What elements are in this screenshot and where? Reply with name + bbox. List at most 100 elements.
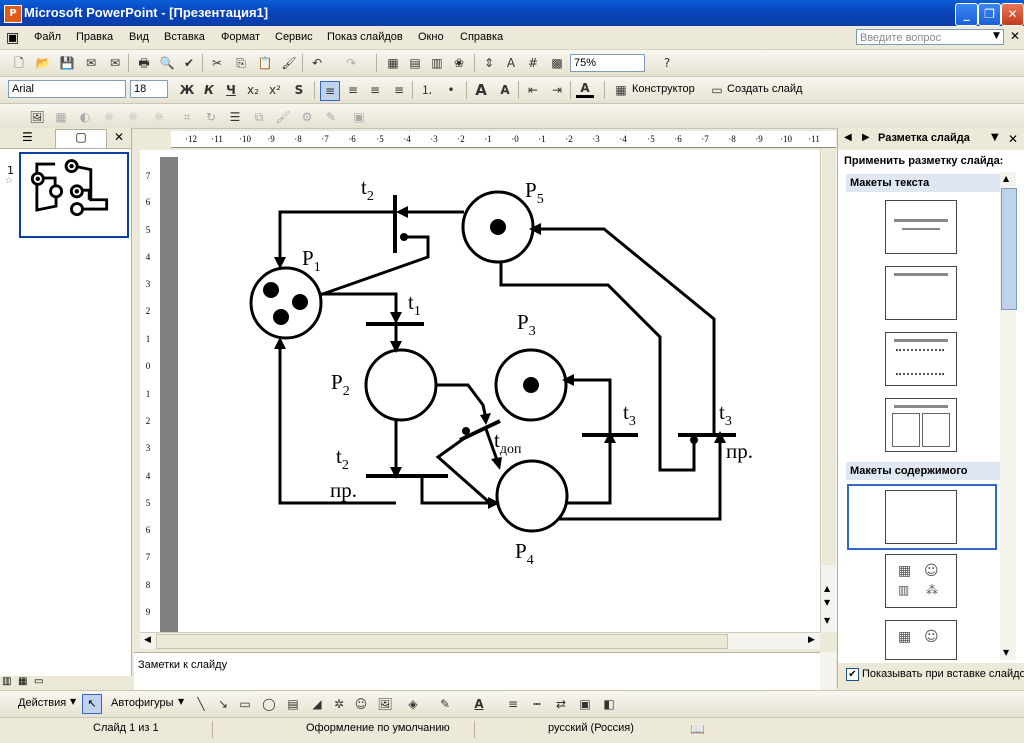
line-color-icon[interactable]: ✎ (439, 697, 451, 711)
menu-file[interactable]: Файл (34, 31, 62, 43)
horizontal-scrollbar[interactable]: ◀ ▶ (140, 632, 820, 649)
shadow-style-icon[interactable]: ▣ (579, 697, 591, 711)
close-doc-icon[interactable]: ✕ (1010, 29, 1021, 43)
select-pointer-icon[interactable]: ↖ (82, 694, 102, 714)
subscript-icon[interactable]: x₂ (247, 83, 259, 97)
print-icon[interactable]: 🖶 (138, 56, 150, 70)
crop-icon[interactable]: ⌗ (183, 110, 191, 124)
chevron-down-icon[interactable]: ▼ (991, 132, 999, 143)
brightness-icon[interactable]: ☼ (103, 110, 115, 124)
contrast-icon[interactable]: ◐ (79, 110, 91, 124)
scroll-left-icon[interactable]: ◀ (144, 635, 151, 645)
copy-icon[interactable]: ⎘ (236, 56, 246, 70)
justify-icon[interactable]: ≡ (393, 83, 405, 97)
task-scroll-thumb[interactable] (1001, 188, 1017, 310)
menu-help[interactable]: Справка (460, 31, 504, 43)
menu-insert[interactable]: Вставка (164, 31, 205, 43)
layout-two-columns[interactable] (885, 398, 957, 452)
wordart-icon[interactable]: ◢ (312, 697, 322, 711)
chevron-down-icon[interactable]: ▼ (1003, 648, 1010, 657)
spelling-status-icon[interactable]: 📖 (690, 722, 705, 736)
menu-format[interactable]: Формат (221, 31, 261, 43)
dash-style-icon[interactable]: ┅ (533, 697, 541, 711)
autoshapes-menu[interactable]: Автофигуры (111, 697, 174, 709)
layout-title-slide[interactable] (885, 200, 957, 254)
compress-icon[interactable]: ⧉ (254, 110, 264, 124)
clipart-icon[interactable]: ❀ (453, 56, 465, 70)
chevron-down-icon[interactable]: ▼ (993, 31, 1000, 41)
brightness-up-icon[interactable]: ☼ (153, 110, 165, 124)
font-color-icon[interactable]: A (474, 697, 484, 711)
permission-icon[interactable]: ✉ (85, 56, 97, 70)
layout-blank-selected[interactable] (847, 484, 997, 550)
show-formatting-icon[interactable]: A (506, 56, 516, 70)
decrease-indent-icon[interactable]: ⇤ (527, 83, 539, 97)
font-color-icon[interactable]: A (576, 81, 594, 98)
new-slide-icon[interactable]: ▭ (711, 83, 723, 97)
superscript-icon[interactable]: x² (269, 83, 281, 97)
preview-icon[interactable]: 🔍 (159, 56, 175, 70)
align-right-icon[interactable]: ≡ (369, 83, 381, 97)
paste-icon[interactable]: 📋 (257, 56, 273, 70)
help-icon[interactable]: ? (663, 56, 671, 70)
menu-edit[interactable]: Правка (76, 31, 114, 43)
menu-view[interactable]: Вид (129, 31, 149, 43)
new-slide-button[interactable]: Создать слайд (727, 83, 803, 95)
arrow-icon[interactable]: ↘ (217, 697, 229, 711)
chevron-down-icon[interactable]: ▼ (824, 598, 831, 607)
scroll-thumb[interactable] (822, 150, 836, 565)
line-icon[interactable]: ╲ (197, 697, 205, 711)
3d-style-icon[interactable]: ◧ (603, 697, 615, 711)
chevron-down-icon[interactable]: ▼ (70, 697, 77, 706)
diagram-icon[interactable]: ✲ (333, 697, 345, 711)
font-combo[interactable]: Arial (8, 80, 126, 98)
format-painter-icon[interactable]: 🖌 (281, 56, 297, 70)
notes-scrollbar[interactable] (820, 652, 836, 690)
line-style-icon[interactable]: ☰ (229, 110, 241, 124)
reset-picture-icon[interactable]: ▣ (353, 110, 365, 124)
layout-content-2[interactable]: ▦ ☺ (885, 620, 957, 660)
notes-pane[interactable]: Заметки к слайду (134, 652, 834, 691)
grow-font-icon[interactable]: A (475, 81, 487, 99)
color-grayscale-icon[interactable]: ▩ (551, 56, 563, 70)
minimize-button[interactable]: _ (955, 3, 978, 26)
oval-icon[interactable]: ◯ (262, 697, 276, 711)
bullets-icon[interactable]: • (447, 83, 455, 97)
forward-icon[interactable]: ▶ (862, 132, 870, 143)
task-pane-close-icon[interactable]: ✕ (1008, 132, 1019, 146)
slides-tab-icon[interactable]: ▢ (55, 129, 107, 148)
undo-icon[interactable]: ↶ (311, 56, 323, 70)
shadow-icon[interactable]: S (294, 83, 304, 97)
picture-icon[interactable]: 🖼 (377, 697, 393, 711)
layout-title-text[interactable] (885, 332, 957, 386)
outline-tab-icon[interactable]: ☰ (22, 130, 33, 144)
menu-slideshow[interactable]: Показ слайдов (327, 31, 403, 43)
tables-borders-icon[interactable]: ▥ (431, 56, 443, 70)
show-on-insert-checkbox[interactable]: ✔ (846, 668, 859, 681)
recolor-icon[interactable]: 🖌 (275, 110, 291, 124)
grid-icon[interactable]: # (527, 56, 539, 70)
sorter-view-icon[interactable]: ▦ (18, 676, 28, 687)
scroll-right-icon[interactable]: ▶ (808, 635, 815, 645)
hscroll-thumb[interactable] (156, 634, 728, 649)
italic-button[interactable]: К (204, 83, 214, 97)
insert-picture-icon[interactable]: 🖼 (29, 110, 45, 124)
line-style-icon[interactable]: ≡ (507, 697, 519, 711)
chevron-up-icon[interactable]: ▲ (824, 584, 831, 593)
clipart-icon[interactable]: ☺ (354, 697, 368, 711)
spelling-icon[interactable]: ✔ (183, 56, 195, 70)
normal-view-icon[interactable]: ▥ (2, 676, 12, 687)
zoom-combo[interactable]: 75% (570, 54, 645, 72)
table-icon[interactable]: ▤ (409, 56, 421, 70)
shrink-font-icon[interactable]: A (500, 83, 510, 97)
designer-icon[interactable]: ▦ (615, 83, 627, 97)
redo-icon[interactable]: ↷ (345, 56, 357, 70)
align-left-icon[interactable]: ≡ (320, 81, 340, 101)
transparent-icon[interactable]: ✎ (325, 110, 337, 124)
slideshow-view-icon[interactable]: ▭ (34, 676, 44, 687)
rotate-icon[interactable]: ↻ (205, 110, 217, 124)
rectangle-icon[interactable]: ▭ (239, 697, 251, 711)
slide-thumbnail-1[interactable] (19, 152, 129, 238)
save-icon[interactable]: 💾 (59, 56, 75, 70)
chevron-up-icon[interactable]: ▲ (1003, 174, 1010, 183)
